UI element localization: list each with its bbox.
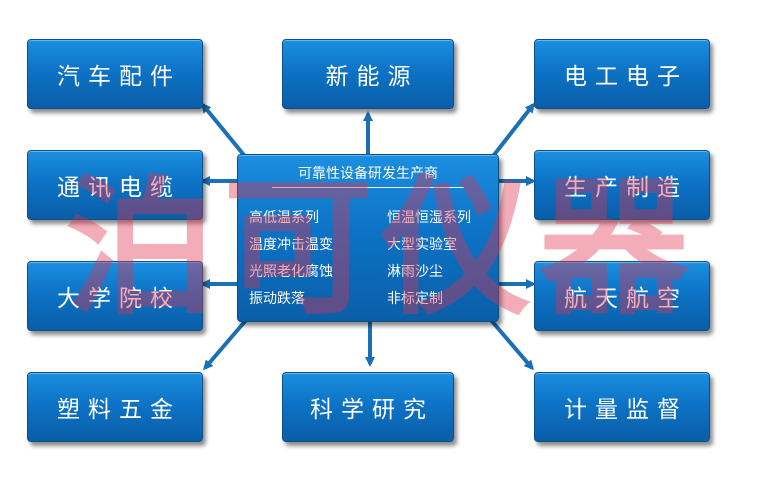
- box-electrical-electronic: 电工电子: [534, 39, 710, 109]
- center-item: 高低温系列: [249, 210, 319, 226]
- center-item: 振动跌落: [249, 291, 305, 307]
- arrow-to-plastic-hardware: [203, 317, 249, 371]
- box-aerospace: 航天航空: [534, 261, 710, 331]
- center-item: 温度冲击温变: [249, 237, 333, 253]
- center-box: 可靠性设备研发生产商 高低温系列 恒温恒湿系列 温度冲击温变 大型实验室 光照老…: [237, 154, 499, 322]
- center-item: 光照老化腐蚀: [249, 264, 333, 280]
- arrow-to-metrology: [488, 317, 534, 371]
- box-plastic-hardware: 塑料五金: [27, 372, 203, 442]
- center-divider: [272, 187, 464, 188]
- box-scientific-research: 科学研究: [282, 372, 454, 442]
- center-item: 大型实验室: [387, 237, 457, 253]
- center-title: 可靠性设备研发生产商: [298, 166, 438, 182]
- box-new-energy: 新能源: [282, 39, 454, 109]
- arrow-to-auto-parts: [201, 102, 250, 162]
- center-item: 非标定制: [387, 291, 443, 307]
- arrow-to-electrical: [488, 102, 535, 162]
- center-item: 淋雨沙尘: [387, 264, 443, 280]
- box-telecom-cable: 通讯电缆: [27, 150, 203, 220]
- box-metrology-supervision: 计量监督: [534, 372, 710, 442]
- box-auto-parts: 汽车配件: [27, 39, 203, 109]
- box-manufacturing: 生产制造: [534, 150, 710, 220]
- box-university: 大学院校: [27, 261, 203, 331]
- center-item: 恒温恒湿系列: [387, 210, 471, 226]
